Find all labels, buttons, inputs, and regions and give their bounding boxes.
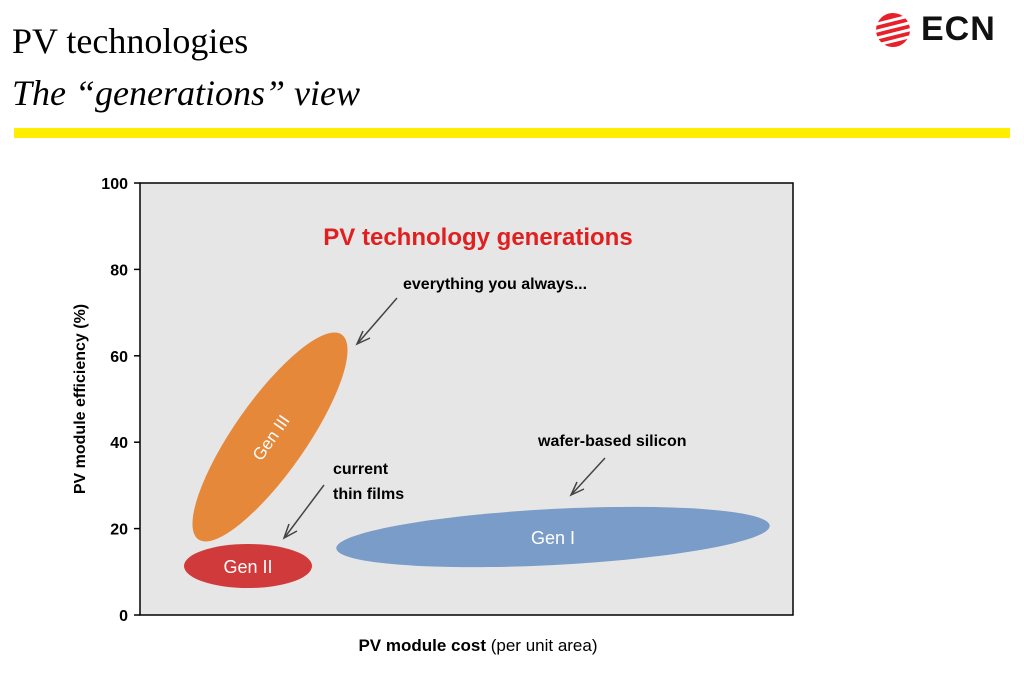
y-tick-label: 80	[110, 262, 128, 279]
chart-title: PV technology generations	[323, 224, 632, 251]
y-tick-label: 100	[101, 176, 128, 193]
slide-subtitle: The “generations” view	[12, 73, 360, 113]
gen-iii-ellipse	[192, 332, 348, 542]
annotation-thin-films: thin films	[333, 486, 404, 503]
y-tick-label: 60	[110, 349, 128, 366]
logo-text: ECN	[921, 10, 996, 48]
slide-title: PV technologies	[12, 21, 249, 61]
y-tick-label: 40	[110, 435, 128, 452]
gen-ii-ellipse	[184, 544, 312, 588]
x-axis-label-bold: PV module cost	[358, 636, 486, 655]
annotation-current: current	[333, 461, 389, 478]
y-tick-label: 20	[110, 522, 128, 539]
arrow-everything-head	[355, 330, 371, 346]
y-axis-label: PV module efficiency (%)	[72, 304, 89, 494]
y-tick-label: 0	[119, 608, 128, 625]
title-underline-bar	[14, 128, 1010, 138]
x-axis-label: PV module cost (per unit area)	[358, 636, 597, 655]
ecn-logo: ECN	[872, 10, 1013, 50]
arrow-everything	[357, 297, 398, 344]
arrow-wafer-silicon	[571, 457, 606, 495]
gen-iii-region: Gen III	[192, 332, 348, 542]
annotation-everything: everything you always...	[403, 276, 587, 293]
x-axis-label-rest: (per unit area)	[491, 636, 598, 655]
y-axis: 0 20 40 60 80 100	[101, 176, 140, 625]
gen-i-ellipse	[336, 506, 770, 568]
gen-ii-label: Gen II	[223, 557, 272, 577]
annotation-wafer-silicon: wafer-based silicon	[537, 433, 687, 450]
ecn-logo-icon	[872, 13, 914, 48]
arrow-wafer-silicon-head	[569, 481, 585, 497]
arrow-thin-films	[284, 484, 325, 538]
arrow-thin-films-head	[282, 523, 298, 540]
gen-i-label: Gen I	[531, 528, 575, 548]
